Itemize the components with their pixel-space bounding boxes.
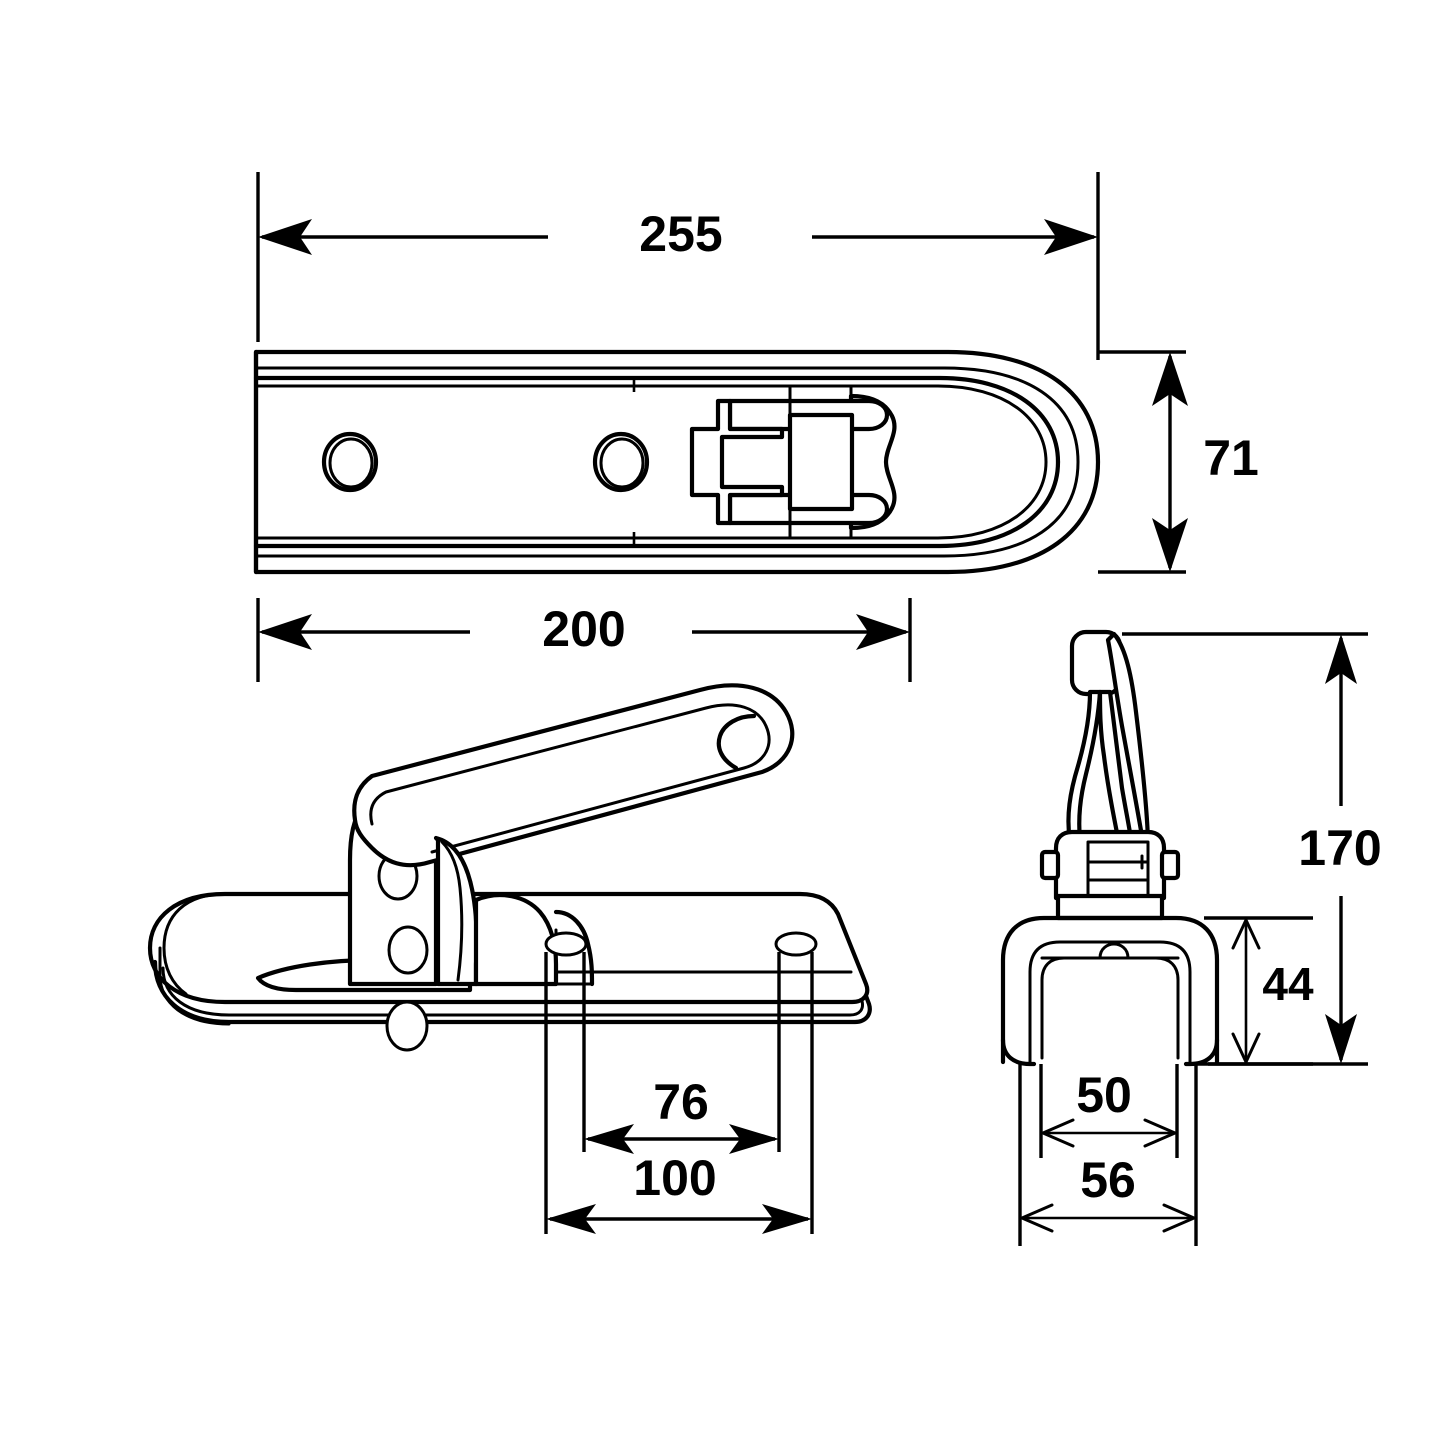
dimension-56-arrow-right: [1162, 1203, 1196, 1233]
side-view-handle-hook: [716, 713, 757, 771]
top-view-outer-rib: [254, 366, 1080, 558]
side-view-cam-housing-edge: [553, 909, 595, 987]
dimension-255-label: 255: [639, 206, 722, 262]
dimension-76-arrow-right: [729, 1124, 779, 1154]
top-view-channel-lower: [253, 459, 1061, 549]
front-view-pivot-pin-left: [1039, 849, 1061, 881]
dimension-170-arrow-bottom: [1325, 1014, 1357, 1064]
dimension-255: 255: [256, 172, 1100, 360]
dimension-200: 200: [256, 598, 912, 682]
top-view-lever-fork: [689, 398, 785, 526]
dimension-56-label: 56: [1080, 1152, 1136, 1208]
front-view: [1000, 629, 1220, 1067]
side-view-rivet-hole: [385, 1000, 429, 1052]
top-view-channel-upper-offset: [254, 384, 1048, 464]
dimension-100: 100: [544, 952, 814, 1234]
front-view-keeper-inner-offset: [1040, 956, 1180, 1060]
dimension-200-label: 200: [542, 601, 625, 657]
dimension-44-arrow-bottom: [1231, 1032, 1261, 1064]
dimension-44: 44: [1204, 916, 1314, 1066]
side-view-cam-pawl: [433, 835, 479, 987]
dimension-50: 50: [1039, 1064, 1179, 1158]
dimension-56: 56: [1018, 1064, 1198, 1246]
top-view: [253, 349, 1101, 575]
top-view-mounting-hole-1: [321, 431, 379, 493]
dimension-76: 76: [582, 952, 781, 1154]
dimension-50-arrow-right: [1143, 1118, 1177, 1148]
dimension-100-arrow-right: [762, 1204, 812, 1234]
top-view-channel-upper: [253, 375, 1061, 465]
side-view-handle-arm: [352, 683, 795, 868]
front-view-keeper-inner: [1028, 940, 1192, 1066]
top-view-mounting-hole-1-inner: [328, 437, 374, 489]
dimension-50-label: 50: [1076, 1067, 1132, 1123]
dimension-56-arrow-left: [1020, 1203, 1054, 1233]
dimension-255-arrow-left: [258, 219, 312, 255]
side-view-mounting-hole-1: [544, 931, 588, 957]
top-view-channel-lower-offset: [254, 460, 1048, 540]
dimension-76-label: 76: [653, 1074, 709, 1130]
dimension-44-arrow-top: [1231, 918, 1261, 950]
side-view-nose-inner: [162, 892, 227, 996]
dimension-170-arrow-top: [1325, 634, 1357, 684]
dimension-255-arrow-right: [1044, 219, 1098, 255]
top-view-mounting-hole-2: [592, 431, 650, 493]
front-view-pivot-pin-right: [1159, 849, 1181, 881]
dimension-100-arrow-left: [546, 1204, 596, 1234]
side-view-mounting-hole-2: [774, 931, 818, 957]
front-view-keeper-strike-bump: [1098, 942, 1130, 960]
side-view-cam-pawl-relief: [440, 840, 464, 982]
dimension-170-label: 170: [1298, 820, 1381, 876]
dimension-71-arrow-top: [1152, 352, 1188, 406]
side-view-base-rim-inner: [161, 966, 864, 1017]
dimension-76-arrow-left: [584, 1124, 634, 1154]
side-view-handle-inner-line: [369, 703, 771, 854]
front-view-handle-left-flank: [1066, 689, 1103, 845]
top-view-mounting-hole-2-inner: [599, 437, 645, 489]
dimension-71-arrow-bottom: [1152, 518, 1188, 572]
front-view-keeper-outer: [1000, 915, 1220, 1065]
dimension-71: 71: [1098, 350, 1259, 574]
front-view-housing-flange: [1055, 893, 1165, 921]
dimension-71-label: 71: [1203, 430, 1259, 486]
side-view: [147, 683, 872, 1052]
dimension-200-arrow-left: [258, 614, 312, 650]
front-view-cam-block: [1086, 840, 1150, 902]
top-view-lever-web: [787, 412, 855, 512]
dimension-50-arrow-left: [1041, 1118, 1075, 1148]
side-view-pivot-hole-lower: [387, 925, 429, 975]
dimension-100-label: 100: [633, 1150, 716, 1206]
dimension-200-arrow-right: [856, 614, 910, 650]
side-view-base-rim-outer: [152, 959, 872, 1025]
dimension-44-label: 44: [1262, 958, 1314, 1010]
